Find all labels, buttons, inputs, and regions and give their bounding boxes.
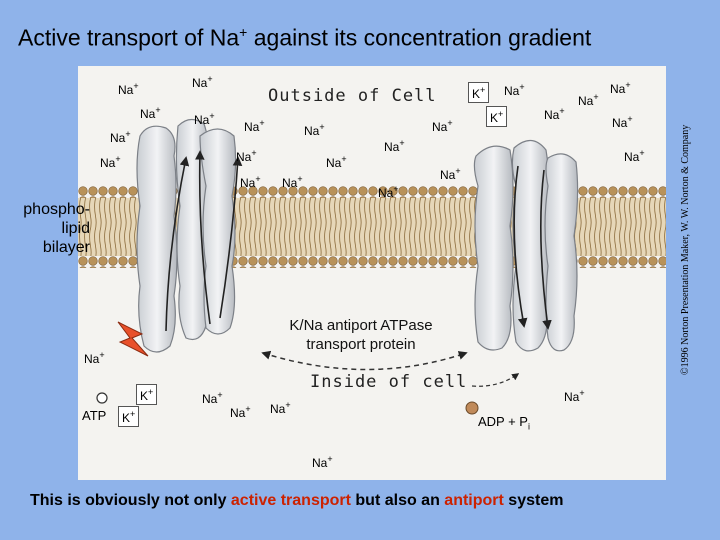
- k-ion: K+: [468, 82, 490, 103]
- adp-label: ADP + Pi: [478, 414, 530, 432]
- na-ion: Na+: [544, 106, 565, 122]
- adp-dot-icon: [465, 401, 479, 415]
- adp-pointer: [471, 373, 520, 387]
- na-ion: Na+: [110, 129, 131, 145]
- na-ion: Na+: [282, 174, 303, 190]
- na-ion: Na+: [192, 74, 213, 90]
- protein-label: K/Na antiport ATPase transport protein: [289, 317, 433, 353]
- inside-of-cell-label: Inside of cell: [310, 372, 468, 392]
- atp-label: ATP: [82, 408, 107, 423]
- k-ion: K+: [486, 106, 508, 127]
- copyright-credit: ©1996 Norton Presentation Maker, W. W. N…: [680, 124, 691, 375]
- na-ion: Na+: [304, 122, 325, 138]
- na-ion: Na+: [432, 118, 453, 134]
- na-ion: Na+: [440, 166, 461, 182]
- na-ion: Na+: [564, 388, 585, 404]
- diagram-panel: Outside of Cell Inside of cell K/Na anti…: [78, 66, 666, 480]
- antiport-protein-left: [136, 118, 237, 353]
- na-ion: Na+: [326, 154, 347, 170]
- na-ion: Na+: [384, 138, 405, 154]
- na-ion: Na+: [84, 350, 105, 366]
- phospholipid-bilayer-label: phospho- lipid bilayer: [23, 201, 90, 256]
- na-ion: Na+: [230, 404, 251, 420]
- na-ion: Na+: [244, 118, 265, 134]
- na-ion: Na+: [270, 400, 291, 416]
- na-ion: Na+: [236, 148, 257, 164]
- ion-path-arrows: [165, 150, 552, 332]
- na-ion: Na+: [202, 390, 223, 406]
- k-ion: K+: [118, 406, 140, 427]
- na-ion: Na+: [118, 81, 139, 97]
- na-ion: Na+: [100, 154, 121, 170]
- slide-title: Active transport of Na+ against its conc…: [18, 24, 592, 51]
- membrane-illustration: [78, 118, 666, 415]
- conformation-arrow: [261, 350, 468, 371]
- na-ion: Na+: [610, 80, 631, 96]
- na-ion: Na+: [140, 105, 161, 121]
- outside-of-cell-label: Outside of Cell: [268, 86, 437, 106]
- caption: This is obviously not only active transp…: [30, 492, 564, 509]
- k-ion: K+: [136, 384, 158, 405]
- na-ion: Na+: [612, 114, 633, 130]
- atp-dot-icon: [96, 392, 108, 404]
- na-ion: Na+: [240, 174, 261, 190]
- energy-bolt-icon: [117, 321, 149, 357]
- na-ion: Na+: [312, 454, 333, 470]
- na-ion: Na+: [578, 92, 599, 108]
- na-ion: Na+: [378, 184, 399, 200]
- antiport-protein-right: [473, 139, 579, 352]
- na-ion: Na+: [624, 148, 645, 164]
- na-ion: Na+: [504, 82, 525, 98]
- na-ion: Na+: [194, 111, 215, 127]
